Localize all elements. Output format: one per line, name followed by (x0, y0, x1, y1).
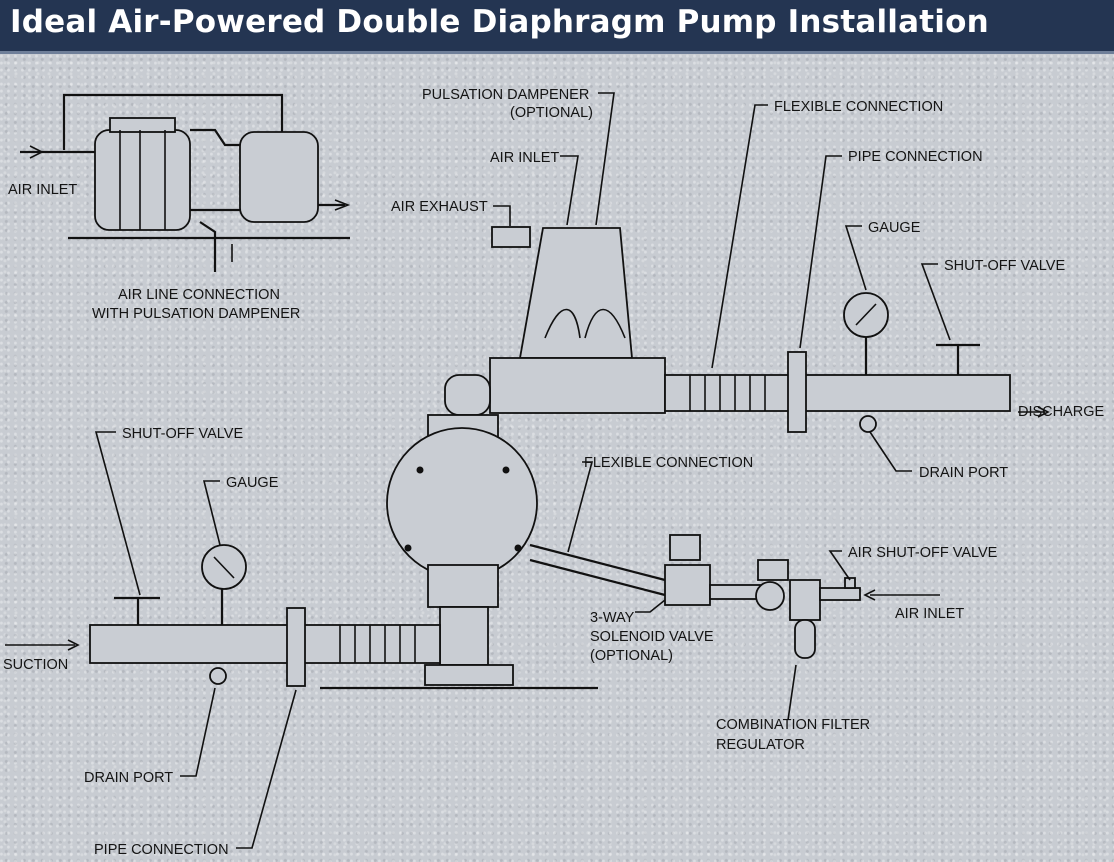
label-regulator: REGULATOR (716, 737, 805, 753)
leader-flexible-mid (567, 461, 594, 553)
label-solenoid-line-1: 3-WAY (590, 610, 635, 626)
label-air-inlet-right: AIR INLET (895, 606, 964, 622)
suction-pipe (89, 624, 441, 664)
chamber-bolt (514, 544, 522, 552)
filter-head (789, 579, 821, 621)
leader-drain-left (180, 687, 216, 777)
suction-line (5, 544, 441, 687)
pump-installation-diagram: AIR INLET AIR LINE CONNECTION WITH PULSA… (3, 87, 1105, 858)
regulator-gauge (755, 581, 785, 611)
pipe-connection-flange-left (286, 607, 306, 687)
labels: PULSATION DAMPENER (OPTIONAL) AIR INLET … (3, 87, 1105, 858)
chamber-bolt (502, 466, 510, 474)
label-pulsation-dampener: PULSATION DAMPENER (422, 87, 589, 103)
air-exhaust-muffler (491, 226, 531, 248)
shutoff-valve-right (936, 343, 980, 375)
label-air-inlet-top: AIR INLET (490, 150, 559, 166)
leader-air-shutoff (828, 550, 851, 581)
leader-gauge-right (844, 225, 867, 291)
label-solenoid-line-3: (OPTIONAL) (590, 648, 673, 664)
leader-pipe-bottom (236, 689, 297, 849)
inset-exhaust-pipe (199, 221, 217, 272)
solenoid-coil (669, 534, 701, 561)
label-drain-port-left: DRAIN PORT (84, 770, 173, 786)
label-gauge-left: GAUGE (226, 475, 279, 491)
dampener-detail (544, 308, 626, 339)
label-air-shutoff-valve: AIR SHUT-OFF VALVE (848, 545, 998, 561)
label-drain-port-right: DRAIN PORT (919, 465, 1008, 481)
inset-caption-line-2: WITH PULSATION DAMPENER (92, 306, 300, 322)
manifold-elbow (444, 374, 491, 416)
air-shutoff-valve (844, 577, 856, 589)
gauge-needle-left (213, 556, 235, 579)
drain-port-right (859, 415, 877, 433)
inset-pump-to-dampener (190, 128, 240, 147)
pump (320, 226, 666, 690)
shutoff-valve-left (114, 596, 160, 625)
title-bar: Ideal Air-Powered Double Diaphragm Pump … (0, 0, 1114, 54)
air-hose-flexible (529, 543, 666, 582)
label-pipe-connection-top: PIPE CONNECTION (848, 149, 983, 165)
leader-lines (94, 92, 951, 849)
discharge-arrowhead (1037, 406, 1050, 418)
diagram-canvas: AIR INLET AIR LINE CONNECTION WITH PULSA… (0, 54, 1114, 862)
leader-drain-right (869, 431, 912, 472)
regulator-knob (757, 559, 789, 581)
lower-flange (427, 564, 499, 608)
drain-port-left (209, 667, 227, 685)
solenoid-valve-body (664, 564, 711, 606)
leader-combo-filter (787, 664, 797, 721)
leader-air-exhaust (493, 205, 511, 226)
label-flexible-connection-top: FLEXIBLE CONNECTION (774, 99, 943, 115)
pipe-connection-flange-right (787, 351, 807, 433)
discharge-line (664, 292, 1050, 433)
leader-pulsation (595, 92, 615, 226)
chamber-bolt (404, 544, 412, 552)
air-inlet-pipe (819, 587, 861, 601)
chamber-bolt (416, 466, 424, 474)
pump-base (424, 664, 514, 686)
leader-flexible-top (711, 104, 768, 369)
label-flexible-connection-mid: FLEXIBLE CONNECTION (584, 455, 753, 471)
pump-discharge-manifold (489, 357, 666, 414)
inset-pump-top (109, 117, 176, 133)
inset-arrow-right (334, 199, 351, 211)
pump-chamber (386, 427, 538, 579)
inset-air-inlet-label: AIR INLET (8, 182, 77, 198)
air-supply-line (529, 534, 940, 659)
filter-bowl (794, 619, 816, 659)
label-shutoff-valve-left: SHUT-OFF VALVE (122, 426, 243, 442)
inset-dampener (239, 131, 319, 223)
leader-pipe-top (799, 155, 842, 349)
inset-air-pipe (62, 93, 284, 150)
inset-air-line: AIR INLET AIR LINE CONNECTION WITH PULSA… (8, 93, 351, 322)
page-title: Ideal Air-Powered Double Diaphragm Pump … (10, 4, 989, 40)
label-pulsation-optional: (OPTIONAL) (510, 105, 593, 121)
inset-caption-line-1: AIR LINE CONNECTION (118, 287, 280, 303)
inset-pump-body (94, 129, 191, 231)
label-suction: SUCTION (3, 657, 68, 673)
discharge-pipe (664, 374, 1011, 412)
label-air-exhaust: AIR EXHAUST (391, 199, 488, 215)
air-inlet-arrowhead (863, 589, 876, 601)
leader-solenoid (635, 599, 666, 613)
gauge-needle-right (855, 303, 877, 326)
label-pipe-connection-bottom: PIPE CONNECTION (94, 842, 229, 858)
leader-gauge-left (202, 480, 221, 546)
air-hose-flexible-2 (529, 558, 666, 597)
air-pipe-segment (709, 584, 761, 600)
leader-air-inlet (560, 155, 579, 226)
suction-elbow (439, 606, 489, 666)
label-gauge-right: GAUGE (868, 220, 921, 236)
suction-arrowhead (67, 639, 80, 651)
inset-arrow-in (29, 145, 44, 159)
leader-shutoff-left (94, 431, 141, 596)
label-shutoff-valve-right: SHUT-OFF VALVE (944, 258, 1065, 274)
label-combination-filter: COMBINATION FILTER (716, 717, 870, 733)
label-solenoid-line-2: SOLENOID VALVE (590, 629, 714, 645)
label-discharge: DISCHARGE (1018, 404, 1105, 420)
pulsation-dampener (518, 227, 633, 359)
leader-shutoff-right (920, 263, 951, 341)
